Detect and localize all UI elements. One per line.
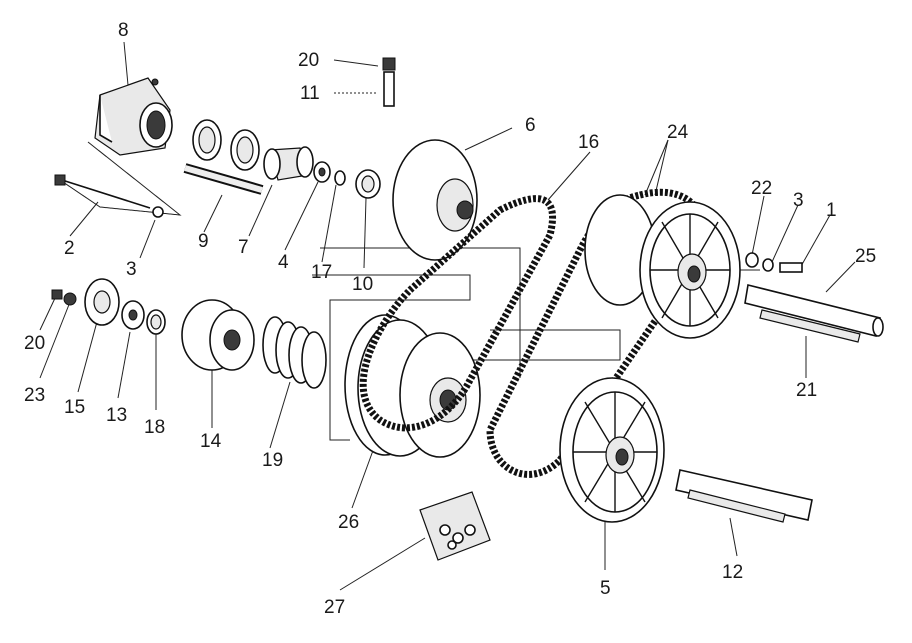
small-parts-4-17-10 (313, 161, 381, 199)
callout-20-top: 20 (298, 50, 319, 71)
callout-7: 7 (238, 237, 249, 258)
callout-2: 2 (64, 238, 75, 259)
callout-17: 17 (311, 262, 332, 283)
callout-6: 6 (525, 115, 536, 136)
pulley-half-14 (181, 299, 255, 371)
twin-pulley-24 (584, 194, 741, 339)
callout-3-left: 3 (126, 259, 137, 280)
stud-20-11 (382, 57, 396, 107)
callout-9: 9 (198, 231, 209, 252)
callout-16: 16 (578, 132, 599, 153)
callout-labels: 8 20 11 6 16 24 22 3 1 25 2 3 9 7 4 17 1… (24, 20, 876, 618)
callout-23: 23 (24, 385, 45, 406)
callout-4: 4 (278, 252, 289, 273)
bolt-2 (54, 174, 164, 218)
callout-11: 11 (300, 83, 320, 104)
callout-10: 10 (352, 274, 373, 295)
callout-1: 1 (826, 200, 837, 221)
callout-22: 22 (751, 178, 772, 199)
leader-lines (39, 41, 856, 591)
callout-14: 14 (200, 431, 222, 452)
callout-25: 25 (855, 246, 876, 267)
pulley-5 (559, 377, 665, 523)
sleeve-7 (263, 146, 314, 181)
shaft-25 (744, 284, 884, 343)
callout-24: 24 (667, 122, 689, 143)
callout-8: 8 (118, 20, 129, 41)
small-parts-right (745, 252, 803, 273)
callout-26: 26 (338, 512, 359, 533)
rings-upper (192, 119, 260, 171)
pin-9 (183, 163, 264, 195)
parts-kit-27 (419, 491, 491, 561)
callout-13: 13 (106, 405, 127, 426)
spring-19 (262, 316, 327, 389)
callout-21: 21 (796, 380, 817, 401)
callout-20-left: 20 (24, 333, 45, 354)
callout-15: 15 (64, 397, 85, 418)
callout-3-right: 3 (793, 190, 804, 211)
belt-16 (359, 195, 557, 432)
callout-12: 12 (722, 562, 743, 583)
small-parts-lower-left (51, 278, 166, 335)
callout-27: 27 (324, 597, 345, 618)
callout-5: 5 (600, 578, 611, 599)
callout-18: 18 (144, 417, 165, 438)
shaft-12 (675, 469, 813, 523)
bracket-housing-8 (94, 77, 173, 156)
callout-19: 19 (262, 450, 283, 471)
disc-6 (392, 139, 478, 261)
